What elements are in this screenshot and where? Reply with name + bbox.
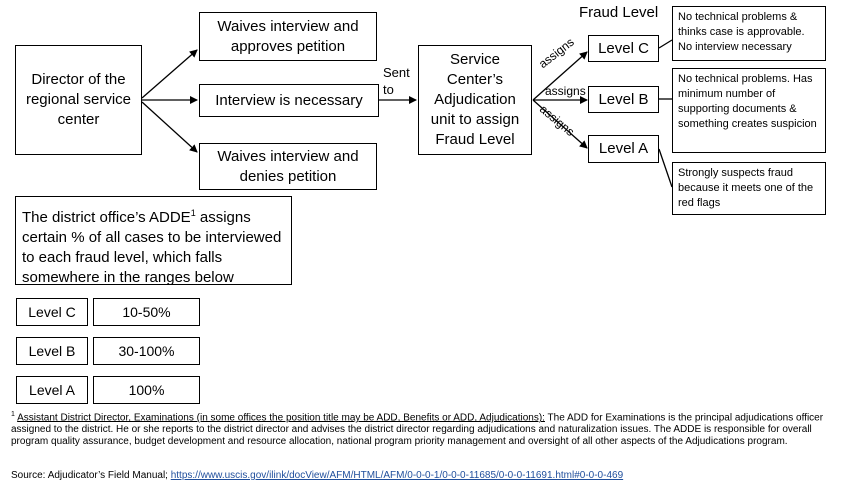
service-center-box: Service Center’s Adjudication unit to as… (418, 45, 532, 155)
range-level-b: Level B (16, 337, 88, 365)
footnote-title: Assistant District Director, Examination… (17, 412, 545, 424)
level-b-box: Level B (588, 86, 659, 113)
level-c-box: Level C (588, 35, 659, 62)
level-c-note: No technical problems & thinks case is a… (672, 6, 826, 61)
arrow-to-approve (141, 49, 198, 99)
director-box: Director of the regional service center (15, 45, 142, 155)
fraud-level-title: Fraud Level (579, 4, 659, 21)
outcome-approve-box: Waives interview and approves petition (199, 12, 377, 61)
level-a-box: Level A (588, 135, 659, 163)
range-value-b: 30-100% (93, 337, 200, 365)
assigns-label-b: assigns (545, 84, 586, 98)
adde-text-start: The district office’s ADDE (22, 209, 191, 226)
range-value-a: 100% (93, 376, 200, 404)
outcome-interview-box: Interview is necessary (199, 84, 379, 117)
level-a-note: Strongly suspects fraud because it meets… (672, 162, 826, 215)
sent-to-label: Sent to (383, 65, 410, 97)
arrow-to-deny (141, 101, 198, 153)
arrow-to-level-a (532, 99, 588, 149)
footnote: 1 Assistant District Director, Examinati… (11, 409, 849, 448)
footnote-marker: 1 (11, 411, 15, 418)
adde-explanation-box: The district office’s ADDE1 assigns cert… (15, 196, 292, 286)
range-level-c: Level C (16, 298, 88, 326)
arrow-to-level-c (532, 51, 588, 101)
outcome-deny-box: Waives interview and denies petition (199, 143, 377, 190)
source-line: Source: Adjudicator’s Field Manual; http… (11, 470, 849, 482)
range-level-a: Level A (16, 376, 88, 404)
link-level-c-note (658, 39, 673, 49)
footnote-body: The ADD for Examinations is the principa… (11, 412, 824, 448)
adde-footnote-marker: 1 (190, 208, 196, 218)
link-level-a-note (658, 148, 673, 188)
source-label: Source: Adjudicator’s Field Manual; (11, 470, 171, 481)
level-b-note: No technical problems. Has minimum numbe… (672, 68, 826, 153)
range-value-c: 10-50% (93, 298, 200, 326)
adde-text-end: assigns certain % of all cases to be int… (22, 209, 282, 286)
source-link[interactable]: https://www.uscis.gov/ilink/docView/AFM/… (170, 470, 624, 481)
